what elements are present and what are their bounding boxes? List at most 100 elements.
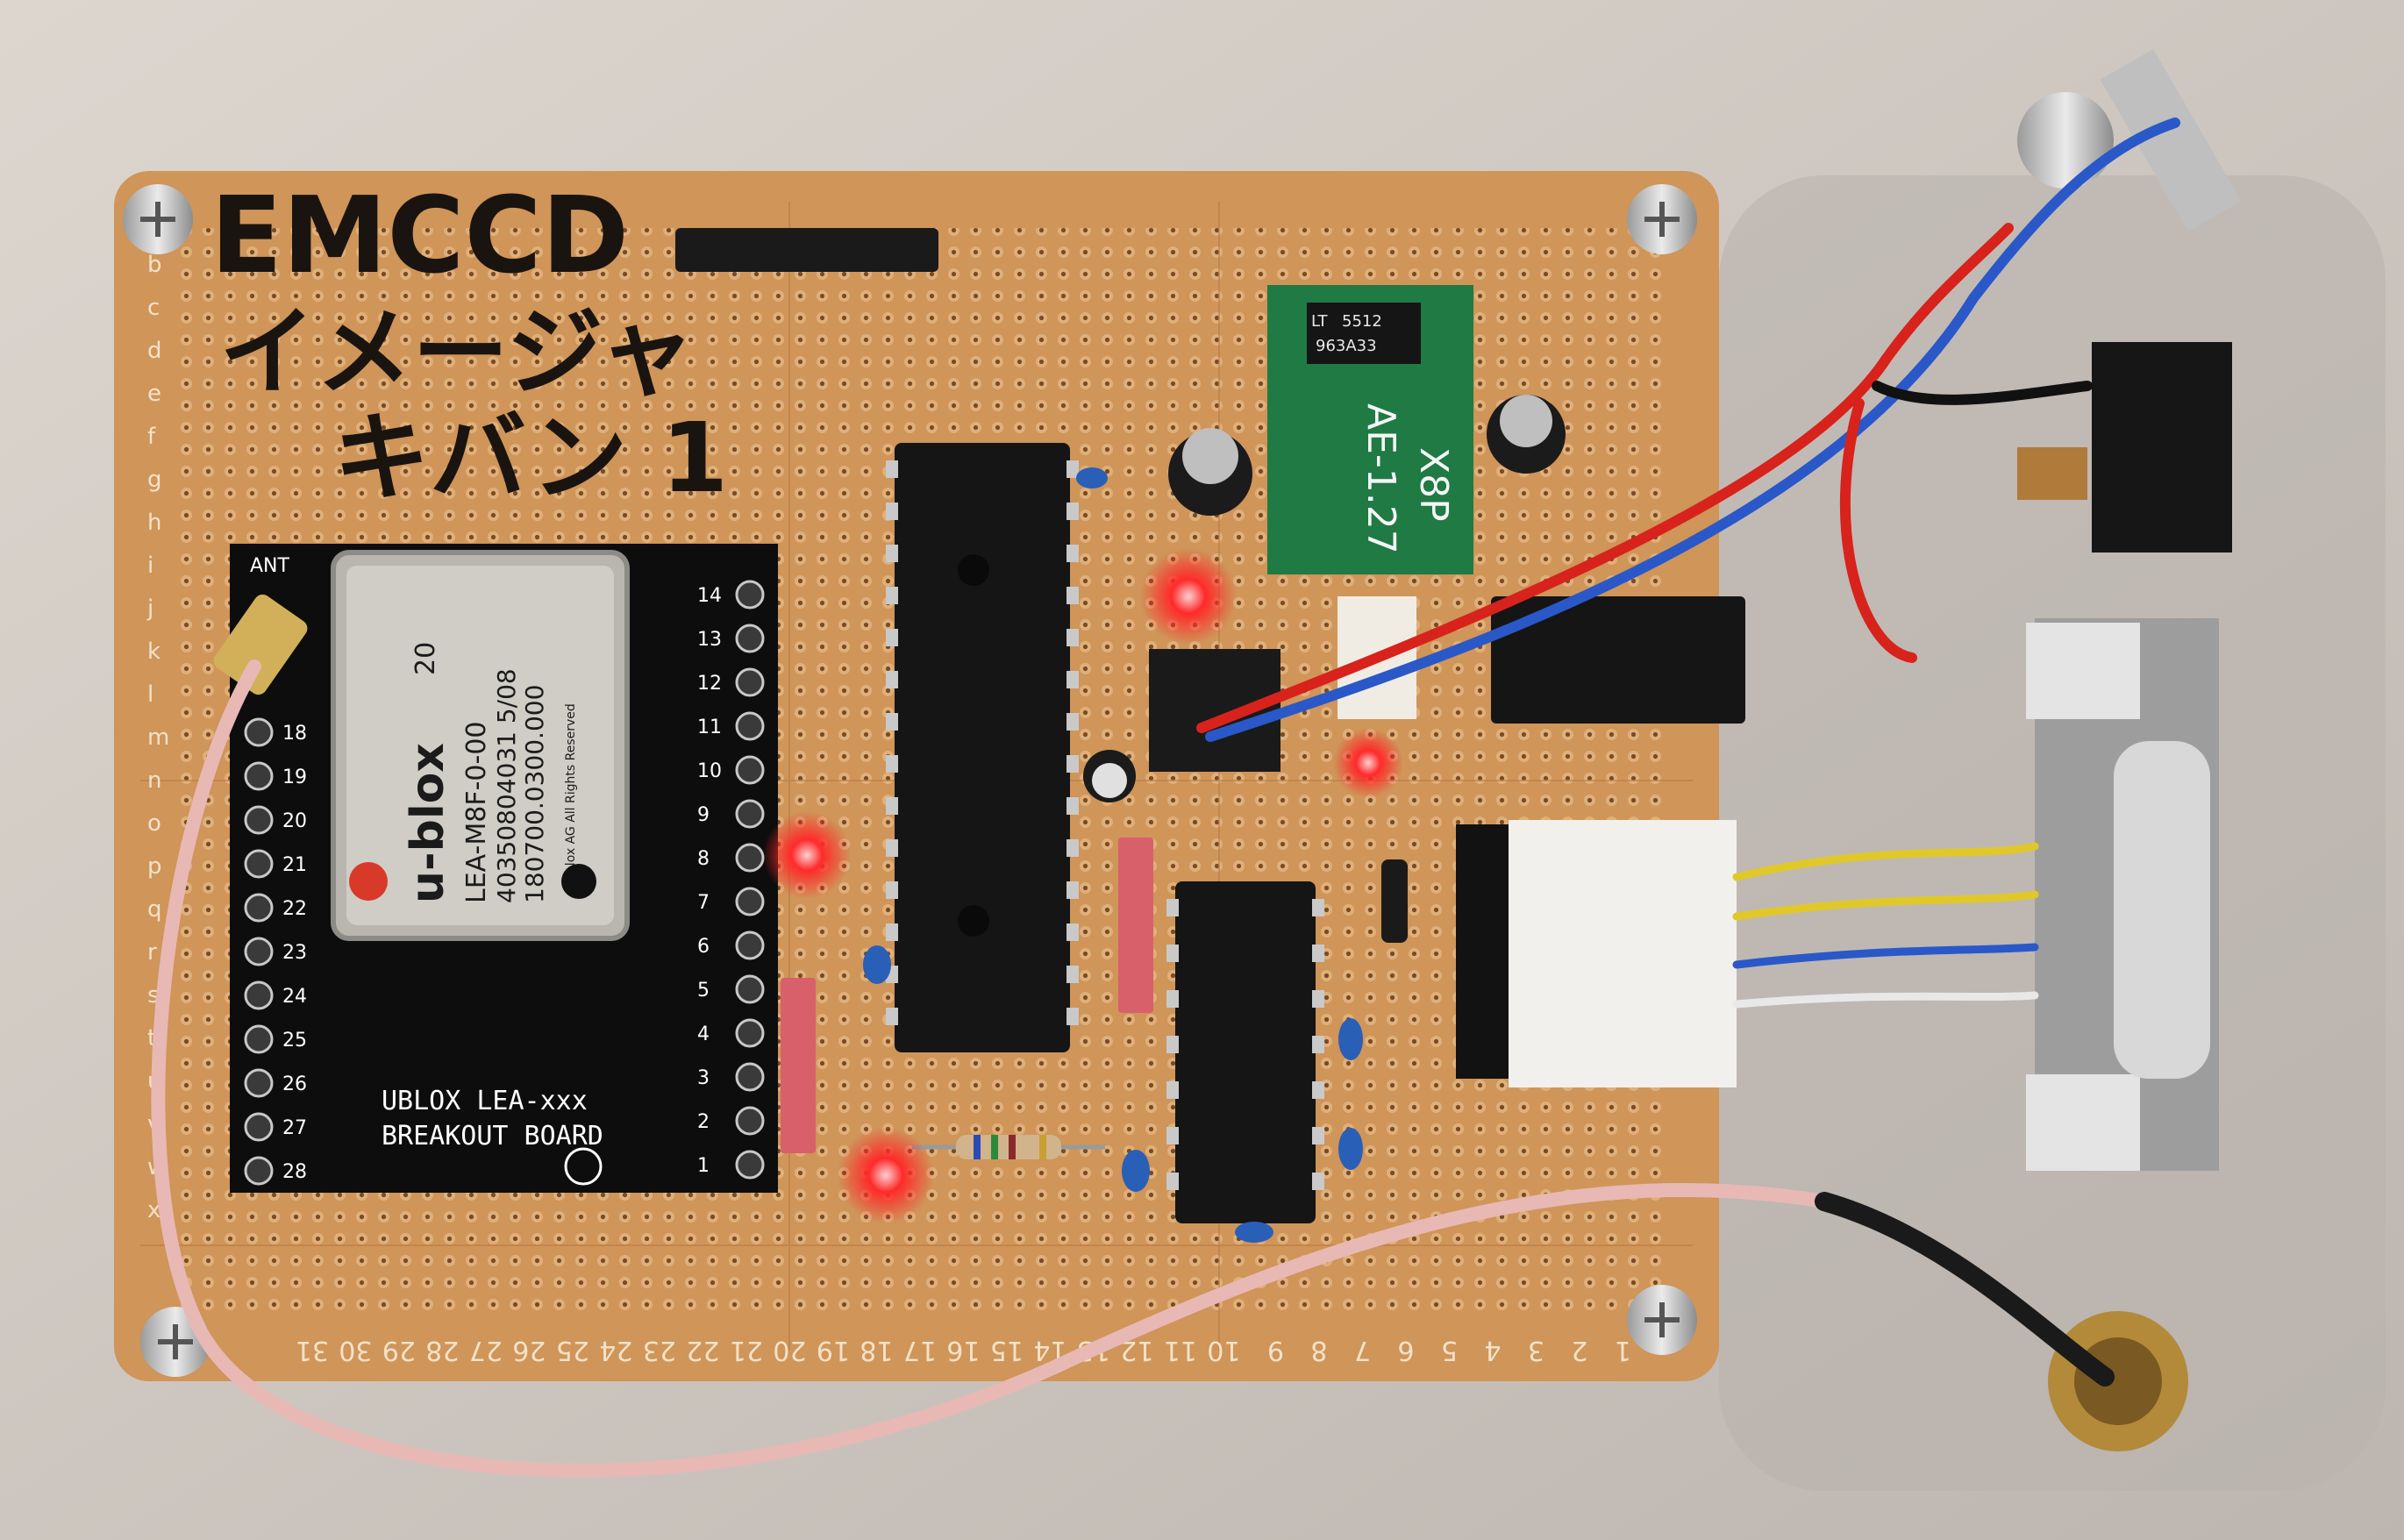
ufl-connector [213,594,308,695]
ublox-logo-icon [349,862,388,901]
row-letter: j [146,595,153,622]
col-number: 25 [556,1335,589,1365]
row-letter: l [147,681,153,708]
sma-connector-bottom [2048,1311,2188,1451]
breakout-pin-number: 8 [697,848,710,870]
row-letter: d [147,338,162,364]
row-letter: e [147,381,161,407]
breakout-pin-number: 2 [697,1111,710,1133]
breakout-line1: UBLOX LEA-xxx [382,1086,588,1116]
row-letter: x [147,1197,161,1223]
breakout-line2: BREAKOUT BOARD [382,1121,603,1151]
breakout-pin-number: 9 [697,804,710,826]
red-leds [763,548,1403,1223]
col-number: 4 [1484,1335,1501,1365]
gps-copyright: u-blox AG All Rights Reserved [564,703,578,886]
col-number: 21 [730,1335,763,1365]
col-number: 23 [643,1335,676,1365]
row-letter: r [147,939,157,966]
gps-module: u-blox LEA-M8F-0-00 40350804031 5/08 180… [331,550,630,941]
breakout-pin-number: 4 [697,1023,710,1045]
ceramic-capacitors [863,467,1363,1243]
breakout-pin-number: 20 [282,810,307,832]
col-number: 8 [1310,1335,1327,1365]
breakout-pin-number: 12 [697,673,722,695]
breakout-pin-number: 5 [697,980,710,1002]
row-letter: t [147,1025,156,1052]
db9-connector [2026,618,2219,1171]
breakout-pin-number: 25 [282,1030,307,1052]
gps-part: 180700.0300.000 [520,685,549,903]
adapter-chip-brand: LT [1311,312,1329,331]
breakout-pin-number: 19 [282,766,307,788]
sma-connector-top [2017,48,2242,232]
col-number: 2 [1571,1335,1587,1365]
gps-dot [561,864,596,899]
col-number: 5 [1441,1335,1458,1365]
breakout-pin-number: 21 [282,854,307,876]
row-letter: h [147,510,161,536]
gps-brand: u-blox [402,743,454,903]
col-number: 22 [686,1335,719,1365]
col-number: 6 [1397,1335,1414,1365]
pin-socket-black [1491,596,1745,724]
col-number: 15 [990,1335,1024,1365]
breakout-pin-number: 7 [697,892,710,914]
col-number: 9 [1267,1335,1284,1365]
breakout-pin-number: 6 [697,936,710,958]
adapter-name: AE-1.27 [1359,403,1403,554]
col-number: 7 [1354,1335,1371,1365]
col-number: 26 [512,1335,546,1365]
row-letter: k [147,638,161,665]
col-number: 30 [339,1335,372,1365]
breakout-pin-number: 3 [697,1067,710,1089]
adapter-chip-code1: 5512 [1342,312,1382,331]
pin-header-top [675,228,938,272]
screw-top-left [123,184,193,254]
six-pin-connector [1456,820,1737,1087]
breakout-pin-number: 27 [282,1117,307,1139]
handwriting-line1: EMCCD [210,175,629,297]
col-number: 3 [1528,1335,1544,1365]
gps-model: LEA-M8F-0-00 [461,722,492,904]
handwriting-line2: イメージャ [219,296,695,409]
col-number: 31 [296,1335,329,1365]
breakout-pin-number: 14 [697,585,722,607]
ae-adapter-board: LT 5512 963A33 AE-1.27 X8P [1267,285,1473,574]
breakout-pin-number: 26 [282,1073,307,1095]
col-number: 10 [1207,1335,1240,1365]
breakout-pin-number: 23 [282,942,307,964]
row-letter: c [147,295,160,321]
row-letter: n [147,767,161,794]
col-number: 29 [382,1335,416,1365]
wires [151,118,2180,1478]
power-jack [2017,342,2232,553]
breakout-pin-number: 11 [697,717,722,738]
screw-bottom-right [1627,1285,1697,1355]
handwritten-label: EMCCD イメージャ キバン 1 [210,175,728,514]
gps-serial: 40350804031 5/08 [492,668,521,903]
adapter-chip-code2: 963A33 [1316,337,1377,355]
col-number: 27 [469,1335,503,1365]
col-number: 24 [599,1335,632,1365]
col-number: 19 [817,1335,850,1365]
diode [1381,859,1408,943]
row-letter: f [147,424,156,450]
breakout-pin-number: 13 [697,629,722,651]
breakout-pin-number: 28 [282,1161,307,1183]
jumpers [781,838,1153,1153]
gps-code: 20 [410,642,441,675]
row-letter: b [147,252,162,278]
row-letter: p [147,853,162,880]
row-letter: i [147,553,153,579]
resistor [912,1135,1105,1159]
screw-top-right [1627,184,1697,254]
col-number: 20 [773,1335,806,1365]
dip28-chip [886,443,1079,1052]
breakout-pin-number: 10 [697,760,722,782]
col-number: 1 [1615,1335,1631,1365]
dip14-chip [1166,881,1324,1223]
col-number: 28 [425,1335,459,1365]
